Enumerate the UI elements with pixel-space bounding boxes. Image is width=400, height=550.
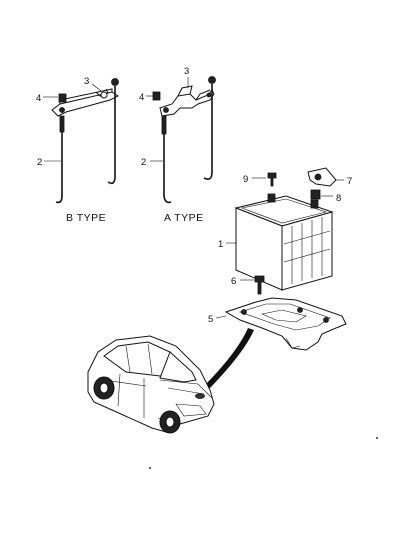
callout-4-b-type: 4 (36, 93, 41, 104)
callout-9: 9 (243, 174, 248, 185)
callout-4-a-type: 4 (139, 92, 144, 103)
caption-b-type: B TYPE (66, 212, 106, 224)
battery-terminal-negative (267, 193, 276, 203)
callout-3-b-type: 3 (84, 76, 89, 87)
callout-1: 1 (218, 239, 223, 250)
terminal-clamp (307, 167, 344, 187)
terminal-nut (310, 189, 333, 200)
vehicle-rear-wheel (93, 376, 115, 400)
vehicle-front-wheel (159, 410, 181, 434)
callout-7: 7 (347, 176, 352, 187)
b-type-rod-left (55, 115, 65, 204)
callout-3-a-type: 3 (184, 66, 189, 77)
b-type-nut (58, 93, 67, 103)
callout-5: 5 (208, 314, 213, 325)
a-type-rod-right (203, 76, 216, 180)
a-type-nut (152, 91, 161, 101)
location-arrow (202, 328, 254, 392)
b-type-rod-right (107, 78, 119, 185)
caption-a-type: A TYPE (164, 212, 204, 224)
b-type-bracket (51, 88, 119, 117)
a-type-hold-down-assembly (146, 76, 216, 204)
a-type-bracket (159, 85, 215, 117)
battery-tray (215, 297, 347, 351)
callout-2-b-type: 2 (37, 157, 42, 168)
battery-terminal-positive (310, 199, 319, 209)
tray-bolt (240, 275, 265, 295)
battery (226, 193, 334, 291)
a-type-rod-left (161, 115, 172, 204)
terminal-bolt (252, 172, 277, 187)
callout-6: 6 (231, 276, 236, 287)
b-type-hold-down-assembly (43, 78, 119, 204)
callout-8: 8 (336, 193, 341, 204)
vehicle-illustration (87, 335, 215, 434)
callout-2-a-type: 2 (141, 157, 146, 168)
